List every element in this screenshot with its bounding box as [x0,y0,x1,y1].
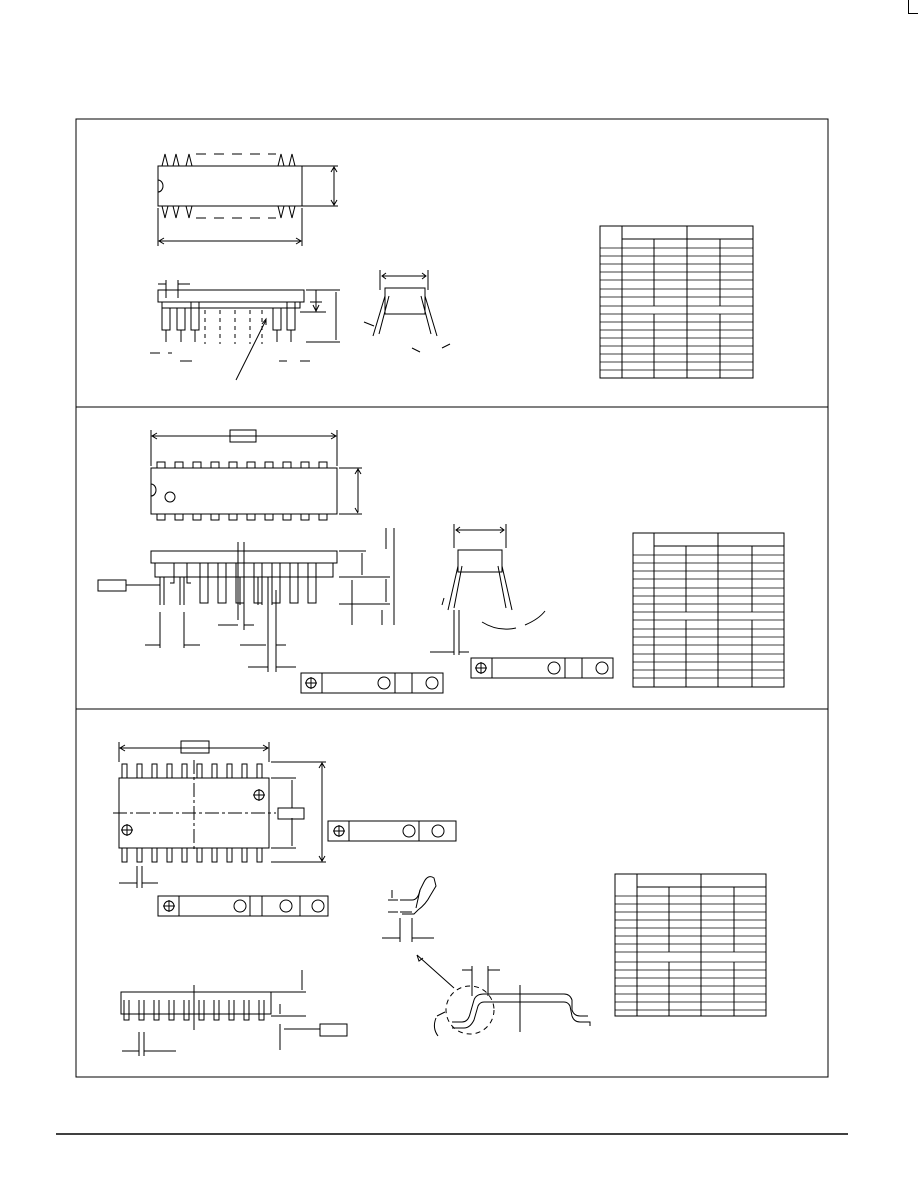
s2-dimension-table [633,533,784,687]
s3-top-view [113,741,326,888]
section-3-soic [113,741,766,1056]
section-2-plastic-dip [98,430,784,693]
s2-end-view [430,524,545,655]
s3-side-pins [124,1000,264,1020]
section-1-ceramic-dip [150,154,753,380]
s1-dimension-table [600,226,753,378]
s1-top-view [158,154,338,246]
outer-frame [76,119,828,1077]
s3-end-profile [417,955,590,1036]
s3-lead-detail [382,877,436,942]
s2-top-pins [157,462,327,520]
s1-side-view [150,280,340,380]
corner-mark [908,0,918,14]
s1-end-view [364,270,450,352]
s2-top-view [151,430,362,520]
s2-fcf-frames [301,658,613,693]
s1-leads [162,302,295,342]
s2-side-view [98,528,394,672]
s3-top-pins [122,764,262,862]
s3-dimension-table [615,874,766,1016]
s3-fcf-frames [158,821,456,916]
s3-side-view [121,970,347,1056]
